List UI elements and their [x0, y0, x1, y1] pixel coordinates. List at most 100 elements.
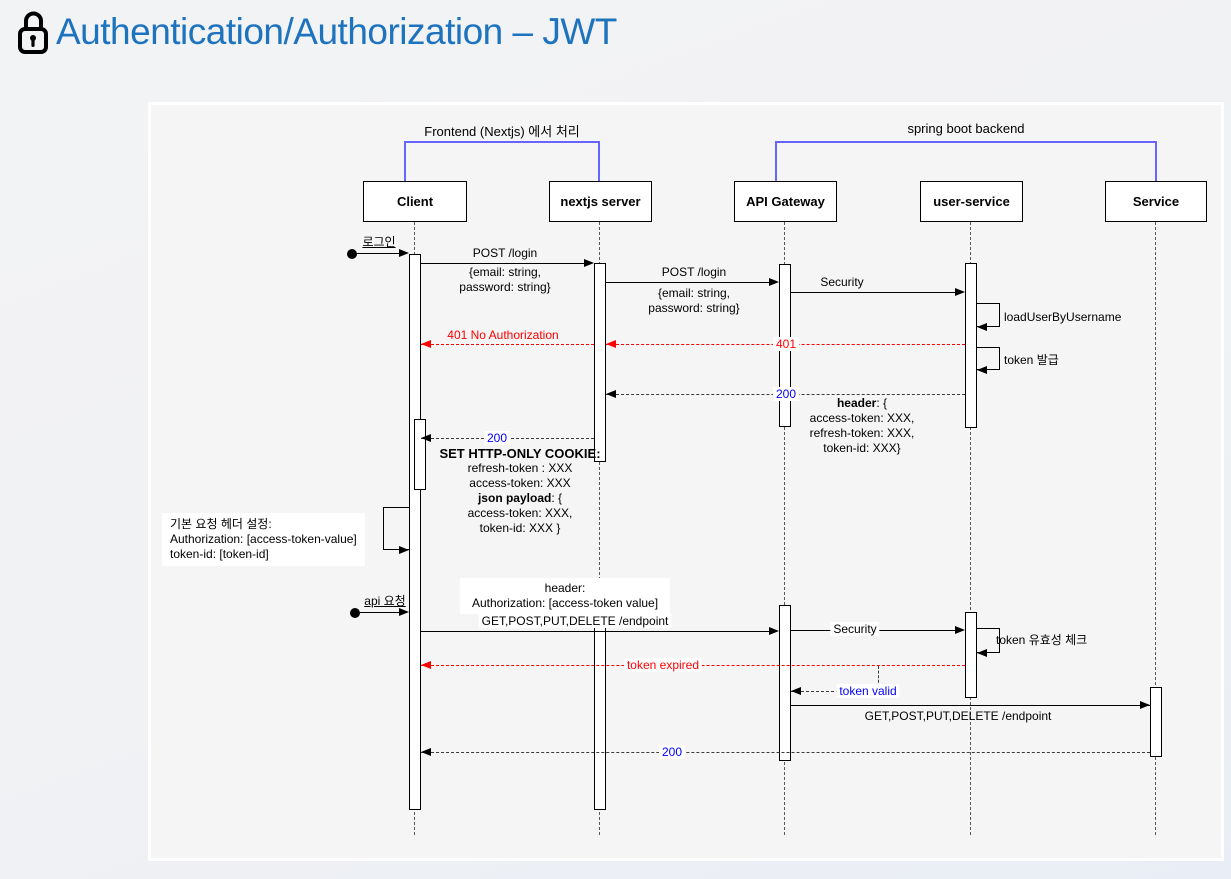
self-loop-default-headers	[383, 507, 409, 550]
actor-api-gateway: API Gateway	[734, 181, 837, 222]
actor-user-service-label: user-service	[933, 194, 1010, 209]
block-line: access-token: XXX,	[467, 506, 573, 520]
activation-nextjs-2	[594, 622, 606, 810]
message-line-endpoint-1	[421, 631, 770, 632]
message-label-security-2: Security	[830, 622, 880, 636]
message-line-login	[357, 253, 401, 254]
block-line: refresh-token : XXX	[467, 461, 573, 475]
message-line-post-login-1	[421, 263, 586, 264]
actor-nextjs-server: nextjs server	[549, 181, 652, 222]
message-label-200-final: 200	[658, 745, 686, 759]
arrowhead	[769, 627, 779, 635]
block-text: : {	[551, 491, 563, 505]
arrowhead	[421, 748, 431, 756]
lifeline-user-service	[970, 222, 971, 835]
message-line-security-1	[791, 292, 956, 293]
backend-group-bracket-right	[1155, 141, 1157, 181]
message-line-401-no-auth	[421, 344, 594, 345]
found-message-dot	[350, 608, 360, 618]
message-label-api-request: api 요청	[364, 594, 406, 608]
message-line-endpoint-2	[791, 705, 1150, 706]
block-text: : {	[876, 396, 888, 410]
message-label-200-1: 200	[772, 387, 800, 401]
block-line: refresh-token: XXX,	[809, 426, 915, 440]
block-line: SET HTTP-ONLY COOKIE:	[439, 446, 601, 461]
message-label-endpoint-2: GET,POST,PUT,DELETE /endpoint	[864, 709, 1052, 723]
message-label-token-expired: token expired	[623, 658, 703, 672]
activation-client-main	[409, 254, 421, 810]
default-header-note: 기본 요청 헤더 설정: Authorization: [access-toke…	[162, 513, 365, 566]
actor-user-service: user-service	[920, 181, 1023, 222]
page-title-text: Authentication/Authorization – JWT	[56, 11, 617, 52]
arrowhead	[421, 661, 431, 669]
arrowhead	[421, 340, 431, 348]
self-loop-token-check	[977, 628, 1000, 653]
sequence-diagram-panel: Frontend (Nextjs) 에서 처리 spring boot back…	[148, 102, 1224, 861]
block-line: token-id: [token-id]	[170, 547, 269, 561]
activation-user-service-1	[965, 263, 977, 428]
arrowhead	[399, 546, 409, 554]
activation-service	[1150, 687, 1162, 757]
actor-service-label: Service	[1132, 194, 1180, 209]
self-loop-token-issue	[977, 347, 1000, 370]
block-line: access-token: XXX,	[809, 411, 915, 425]
block-line: token-id: XXX }	[479, 521, 561, 535]
post-login-1-body: {email: string, password: string}	[459, 265, 550, 295]
block-line: 기본 요청 헤더 설정:	[170, 517, 272, 531]
backend-group-label: spring boot backend	[907, 121, 1025, 136]
arrowhead	[977, 649, 987, 657]
block-line: Authorization: [access-token-value]	[170, 532, 357, 546]
activation-user-service-2	[965, 612, 977, 698]
actor-client: Client	[363, 181, 467, 222]
arrowhead	[977, 366, 987, 374]
message-label-token-issue: token 발급	[1004, 353, 1059, 367]
lifeline-nextjs-server	[599, 222, 600, 835]
frontend-group-bracket-right	[598, 141, 600, 181]
backend-group-bracket-left	[775, 141, 777, 181]
block-line: token-id: XXX}	[823, 441, 901, 455]
message-label-token-valid: token valid	[836, 684, 900, 698]
block-line: header: {	[810, 396, 915, 411]
message-line-api-request	[360, 612, 401, 613]
activation-client-nested	[414, 419, 426, 490]
arrowhead	[421, 434, 431, 442]
message-line-200-final	[421, 752, 1150, 753]
arrowhead	[606, 390, 616, 398]
header-response-block: header: { access-token: XXX, refresh-tok…	[810, 396, 915, 456]
frontend-group-label: Frontend (Nextjs) 에서 처리	[424, 124, 580, 139]
post-login-2-body: {email: string, password: string}	[648, 286, 739, 316]
actor-service: Service	[1105, 181, 1207, 222]
frontend-group-bracket	[405, 141, 600, 143]
block-bold: json payload	[477, 491, 552, 505]
block-line: json payload: {	[439, 491, 600, 506]
message-label-token-check: token 유효성 체크	[996, 633, 1088, 647]
message-line-token-valid-vertical	[878, 666, 879, 692]
block-line: access-token: XXX	[469, 476, 571, 490]
page-title: Authentication/Authorization – JWT	[16, 8, 617, 56]
body-line: password: string}	[459, 280, 551, 294]
body-line: password: string}	[648, 301, 740, 315]
arrowhead	[769, 278, 779, 286]
message-label-post-login-1: POST /login	[472, 246, 538, 260]
block-line: Authorization: [access-token value]	[471, 596, 659, 610]
arrowhead	[399, 249, 409, 257]
message-label-endpoint-1: GET,POST,PUT,DELETE /endpoint	[478, 614, 672, 628]
actor-client-label: Client	[396, 194, 434, 209]
api-header-note: header: Authorization: [access-token val…	[459, 578, 671, 614]
message-line-post-login-2	[606, 282, 771, 283]
found-message-dot	[347, 249, 357, 259]
arrowhead	[977, 323, 987, 331]
block-line: header:	[544, 581, 586, 595]
activation-gateway-2	[779, 605, 791, 761]
block-bold: header	[836, 396, 877, 410]
message-line-token-valid	[791, 691, 879, 692]
lifeline-api-gateway	[784, 222, 785, 835]
arrowhead	[606, 340, 616, 348]
message-label-post-login-2: POST /login	[661, 265, 727, 279]
cookie-block: SET HTTP-ONLY COOKIE: refresh-token : XX…	[439, 446, 600, 536]
arrowhead	[1140, 701, 1150, 709]
actor-nextjs-label: nextjs server	[560, 194, 641, 209]
arrowhead	[955, 288, 965, 296]
message-label-200-2: 200	[483, 431, 511, 445]
